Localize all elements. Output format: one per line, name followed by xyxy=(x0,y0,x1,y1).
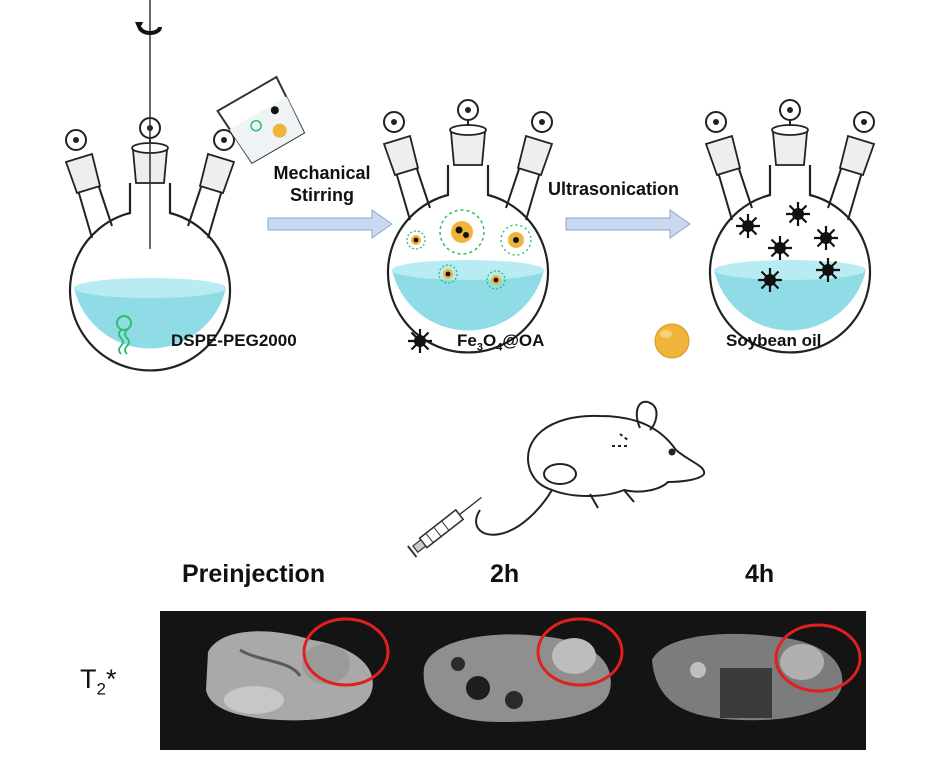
flask-water xyxy=(64,0,236,372)
timepoint-preinjection: Preinjection xyxy=(182,560,326,588)
fe3o4-oa: @OA xyxy=(502,331,545,350)
syringe-icon xyxy=(407,496,482,558)
legend-fe3o4-oa: Fe3O4@OA xyxy=(457,331,544,353)
micelle-large xyxy=(439,209,485,255)
mouse-illustration xyxy=(475,400,706,536)
process-arrow-2 xyxy=(565,209,691,239)
fe3o4-oa-icon xyxy=(406,327,434,355)
mri-image-preinjection xyxy=(206,617,390,721)
pouring-beaker-icon xyxy=(216,75,306,165)
mri-image-4h xyxy=(652,623,862,721)
mri-row-label: T2* xyxy=(80,664,116,699)
t2-main: T xyxy=(80,664,97,694)
step-mechanical-stirring: Mechanical Stirring xyxy=(270,162,374,206)
micelle-medium xyxy=(500,224,532,256)
timepoint-2h: 2h xyxy=(490,560,520,588)
water-label: Water xyxy=(163,264,194,276)
mri-image-2h xyxy=(423,617,624,722)
dspe-peg-icon xyxy=(116,315,132,355)
legend-dspe-peg2000: DSPE-PEG2000 xyxy=(171,331,297,350)
step1-line1: Mechanical xyxy=(273,163,371,183)
step-ultrasonication: Ultrasonication xyxy=(548,179,680,199)
step1-line2: Stirring xyxy=(289,185,354,205)
fe3o4-sub2: 4 xyxy=(496,341,503,354)
flask-emulsion xyxy=(382,98,554,354)
micelle-small xyxy=(406,230,426,250)
fe3o4-sub1: 3 xyxy=(476,341,483,354)
fe3o4-o: O xyxy=(482,331,497,350)
t2-star: * xyxy=(105,664,117,694)
soybean-oil-icon xyxy=(654,323,690,359)
flask-nanoemulsion xyxy=(704,98,876,354)
fe3o4-fe: Fe xyxy=(457,331,477,350)
rotation-arrow-icon xyxy=(135,22,162,35)
process-arrow-1 xyxy=(267,209,393,239)
t2-sub: 2 xyxy=(96,679,106,699)
legend-soybean-oil: Soybean oil xyxy=(726,331,822,350)
timepoint-4h: 4h xyxy=(745,560,775,588)
